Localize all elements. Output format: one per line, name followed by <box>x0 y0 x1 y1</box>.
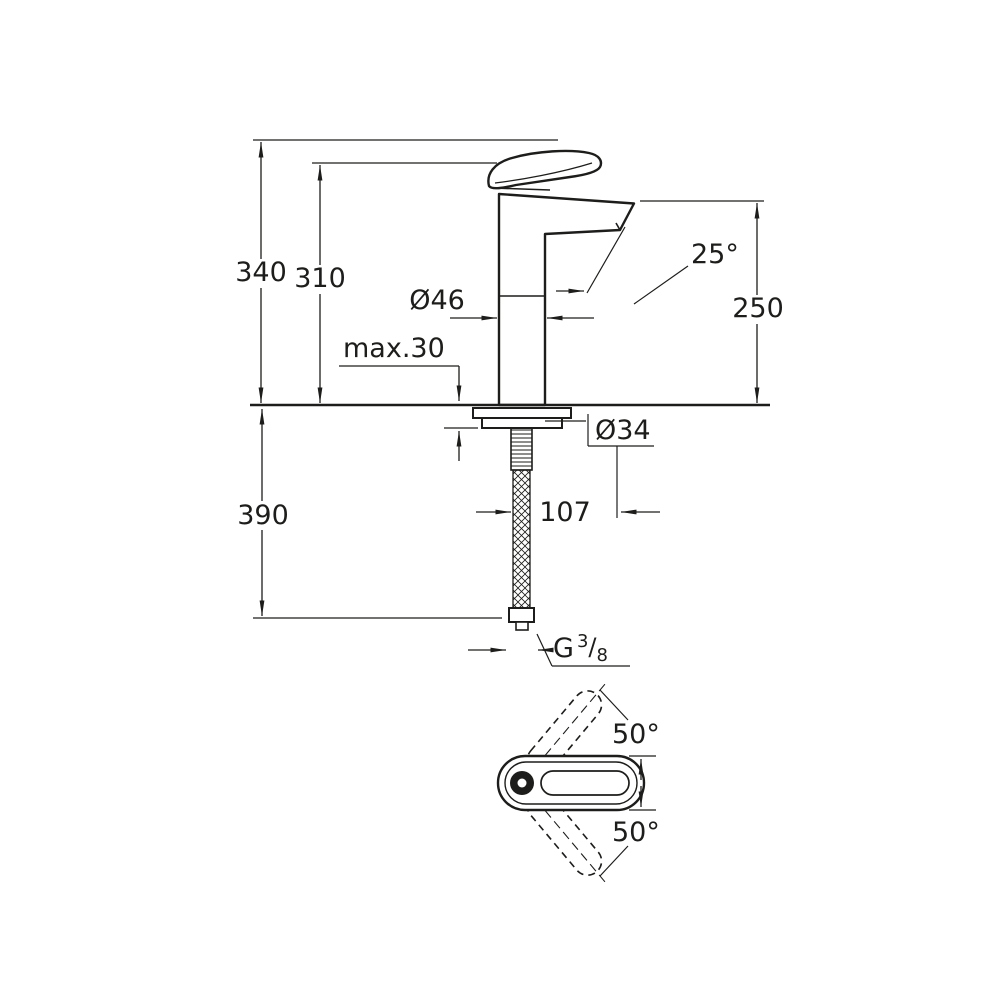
dim-body-diameter: Ø46 <box>409 285 594 321</box>
plan-lever-slot <box>540 770 630 796</box>
lever-handle-outline <box>487 149 603 190</box>
thread-numerator: 3 <box>577 631 588 652</box>
dim-50-lower-label: 50° <box>612 817 660 848</box>
dim-d34-label: Ø34 <box>595 415 651 446</box>
thread-prefix: G <box>553 633 574 664</box>
dim-340-label: 340 <box>235 257 287 288</box>
dim-d46-label: Ø46 <box>409 285 465 316</box>
dim-107-label: 107 <box>539 497 591 528</box>
dim-stream-angle: 25° <box>633 239 739 305</box>
dim-max-deck-thickness: max.30 <box>339 333 478 461</box>
plan-view: 50° 50° <box>496 683 660 883</box>
thread-denominator: 8 <box>596 645 607 666</box>
hose-end-nipple <box>515 621 529 631</box>
dim-hose-length: 390 <box>237 409 502 619</box>
threaded-shank <box>510 427 533 471</box>
aerator-detail <box>615 222 621 231</box>
dim-max30-label: max.30 <box>343 333 445 364</box>
dim-spout-height: 250 <box>640 200 784 403</box>
hose-end-fitting <box>508 607 535 623</box>
dim-50-upper-label: 50° <box>612 719 660 750</box>
dim-hole-diameter: Ø34 <box>545 414 654 518</box>
mounting-nut <box>481 417 563 429</box>
flexible-hose <box>512 469 531 609</box>
mounting-washer-plate <box>472 407 572 419</box>
plan-base-inner-outline <box>504 761 638 805</box>
dim-390-label: 390 <box>237 500 289 531</box>
plan-angle-dimension <box>599 689 656 877</box>
lever-handle-inner-line <box>494 162 593 184</box>
under-counter-assembly <box>472 407 572 631</box>
water-stream-line <box>586 226 626 294</box>
dim-25-label: 25° <box>691 239 739 270</box>
dim-overall-height: 340 <box>235 139 558 403</box>
dim-body-height: 310 <box>294 162 497 403</box>
dim-spout-projection: 107 <box>476 497 660 528</box>
plan-cartridge-hole <box>517 778 527 788</box>
faucet-body-spout-outline <box>497 192 636 407</box>
dim-250-label: 250 <box>732 293 784 324</box>
thread-slash: / <box>588 633 597 661</box>
faucet-front-view <box>487 149 636 407</box>
dim-310-label: 310 <box>294 263 346 294</box>
